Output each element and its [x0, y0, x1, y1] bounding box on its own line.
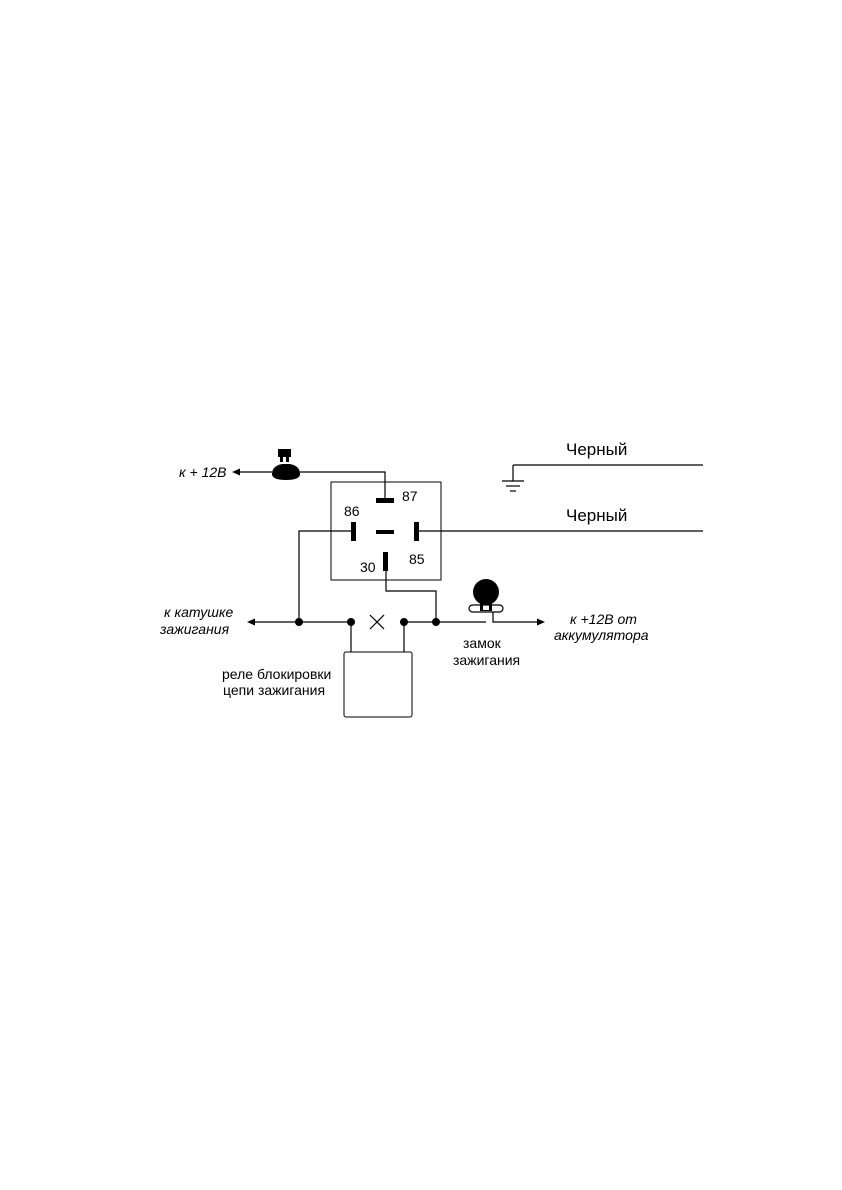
- pin-85-contact: [414, 522, 419, 541]
- fuse-icon: [272, 449, 300, 480]
- wire-label-top: Черный: [566, 440, 627, 459]
- cut-mark-icon: [369, 614, 385, 630]
- wire-87: [300, 471, 386, 499]
- battery-label-line1: к +12В от: [570, 611, 637, 627]
- battery-arrow: [537, 618, 545, 626]
- ground-wire: [512, 464, 703, 481]
- block-relay-label-line2: цепи зажигания: [223, 682, 325, 698]
- pin-86-contact: [351, 522, 356, 541]
- ground-icon: [502, 480, 524, 492]
- junction-dot: [295, 618, 303, 626]
- wire-label-mid: Черный: [566, 506, 627, 525]
- ignition-lock-icon: [468, 579, 504, 613]
- lock-label-line2: зажигания: [453, 652, 520, 668]
- block-relay-box: [343, 651, 413, 718]
- pin-86-label: 86: [344, 503, 360, 519]
- wire-30: [385, 571, 437, 622]
- block-relay-label-line1: реле блокировки: [222, 666, 331, 682]
- lock-label-line1: замок: [463, 635, 502, 651]
- coil-label-line1: к катушке: [164, 604, 233, 620]
- pin-85-label: 85: [409, 551, 425, 567]
- coil-label-line2: зажигания: [159, 621, 230, 637]
- pin-87-contact: [376, 498, 394, 503]
- plus12-arrow: [232, 468, 272, 476]
- pin-87-label: 87: [402, 488, 418, 504]
- pin-30-contact: [383, 552, 388, 571]
- plus12-label: к + 12В: [179, 464, 226, 480]
- wire-86: [298, 530, 351, 622]
- wire-lock-battery: [492, 612, 538, 623]
- junction-dot: [432, 618, 440, 626]
- pin-30-label: 30: [360, 559, 376, 575]
- battery-label-line2: аккумулятора: [554, 627, 649, 643]
- pin-center-contact: [376, 530, 394, 534]
